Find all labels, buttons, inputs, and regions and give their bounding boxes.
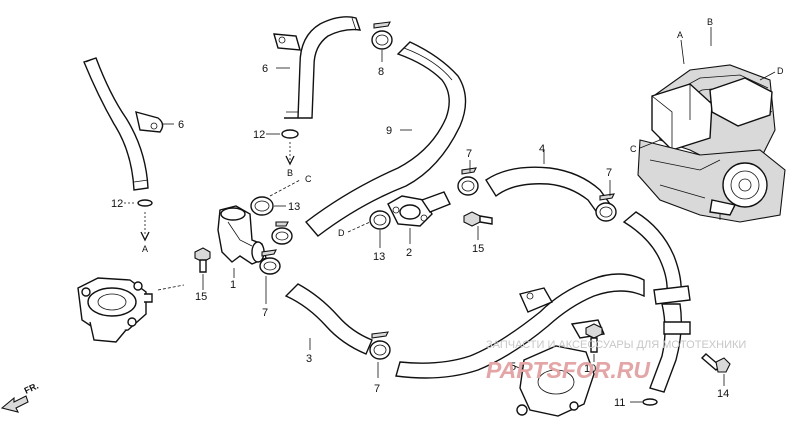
connector-d-label: D [338, 228, 345, 238]
o-ring-12-lower [137, 199, 153, 207]
o-ring-13-center [369, 210, 391, 230]
callout-8: 8 [378, 66, 384, 78]
hose-clamp-7-bottom [369, 331, 391, 360]
washer-11 [642, 398, 658, 406]
o-ring-13-left [250, 196, 274, 216]
front-direction-arrow: FR. [0, 381, 40, 413]
callout-6-lower: 6 [178, 119, 184, 131]
callout-7-right: 7 [606, 167, 612, 179]
callout-12-lower: 12 [111, 198, 123, 210]
engine-connector-d-label: D [777, 66, 784, 76]
engine-connector-b-label: B [707, 17, 713, 27]
front-direction-label: FR. [23, 381, 40, 396]
callout-10: 10 [584, 363, 596, 375]
callout-7-left: 7 [262, 307, 268, 319]
bolt-14 [700, 353, 731, 373]
callout-15-center: 15 [472, 243, 484, 255]
hose-clamp-8 [371, 21, 393, 50]
callout-15-left: 15 [195, 291, 207, 303]
callout-4: 4 [539, 143, 545, 155]
water-joint-2 [387, 191, 451, 227]
water-pump-housing [77, 277, 153, 343]
callout-11: 11 [614, 397, 625, 409]
long-water-pipe [395, 211, 691, 393]
engine-connector-a-label: A [677, 30, 683, 40]
engine-illustration [637, 64, 786, 223]
engine-connector-c-label: C [630, 144, 637, 154]
callout-3: 3 [306, 353, 312, 365]
callout-13-left: 13 [288, 201, 300, 213]
connector-a-label: A [142, 244, 148, 254]
callout-7-center: 7 [466, 148, 472, 160]
callout-7-bottom: 7 [374, 383, 380, 395]
connector-c-label: C [305, 174, 312, 184]
callout-1: 1 [230, 279, 236, 291]
bolt-10 [585, 323, 603, 353]
watermark-caption: ЗАПЧАСТИ И АКСЕССУАРЫ ДЛЯ МОТОТЕХНИКИ [486, 339, 746, 351]
hose-clamp-7-right [595, 193, 617, 222]
left-water-pipe [83, 57, 164, 191]
watermark-brand: PARTSFOR.RU [486, 357, 651, 383]
hose-clamp-7-center [457, 167, 479, 196]
watermark: ЗАПЧАСТИ И АКСЕССУАРЫ ДЛЯ МОТОТЕХНИКИ PA… [486, 339, 746, 383]
o-ring-12-upper [281, 129, 299, 139]
callout-6-upper: 6 [262, 63, 268, 75]
hose-clamp-7-upper-left [271, 221, 293, 245]
hose-clamp-7-lower-left [259, 249, 281, 275]
bolt-15-center [463, 211, 493, 227]
water-hose-3 [284, 283, 373, 355]
callout-2: 2 [406, 247, 412, 259]
callout-14: 14 [717, 388, 729, 400]
callout-13-center: 13 [373, 251, 385, 263]
water-hose-4 [485, 166, 611, 216]
upper-water-pipe [273, 16, 362, 119]
callout-9: 9 [386, 125, 392, 137]
connector-b-label: B [287, 168, 293, 178]
bolt-15-left [194, 247, 211, 273]
water-hose-9 [304, 41, 467, 237]
callout-12-upper: 12 [253, 129, 265, 141]
callout-5: 5 [510, 361, 516, 373]
